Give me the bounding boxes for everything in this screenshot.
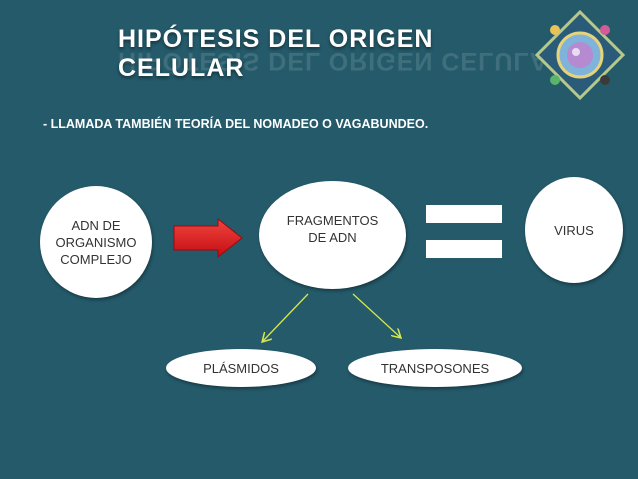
node-plasmidos-label: PLÁSMIDOS bbox=[203, 360, 279, 376]
arrow-to-plasmidos bbox=[263, 293, 309, 341]
right-arrow-icon bbox=[173, 217, 243, 259]
node-fragmentos-adn: FRAGMENTOS DE ADN bbox=[259, 181, 406, 289]
page-title: HIPÓTESIS DEL ORIGEN CELULAR bbox=[118, 25, 434, 82]
cell-globe-icon bbox=[535, 10, 625, 100]
node-adn-organismo-line3: COMPLEJO bbox=[60, 251, 132, 267]
node-plasmidos: PLÁSMIDOS bbox=[166, 349, 316, 387]
equals-bar-bottom bbox=[426, 240, 502, 258]
subtitle: - LLAMADA TAMBIÉN TEORÍA DEL NOMADEO O V… bbox=[43, 117, 429, 131]
node-fragmentos-line2: DE ADN bbox=[308, 230, 357, 245]
node-transposones-label: TRANSPOSONES bbox=[380, 360, 490, 376]
node-transposones: TRANSPOSONES bbox=[348, 349, 522, 387]
node-adn-organismo-line2: ORGANISMO bbox=[55, 234, 137, 250]
node-fragmentos-line1: FRAGMENTOS bbox=[286, 213, 379, 228]
node-virus: VIRUS bbox=[525, 177, 623, 283]
node-adn-organismo-line1: ADN DE bbox=[71, 217, 121, 233]
node-adn-organismo: ADN DE ORGANISMO COMPLEJO bbox=[40, 186, 152, 298]
equals-bar-top bbox=[426, 205, 502, 223]
arrow-to-transposones bbox=[352, 293, 400, 337]
node-virus-label: VIRUS bbox=[554, 222, 594, 238]
